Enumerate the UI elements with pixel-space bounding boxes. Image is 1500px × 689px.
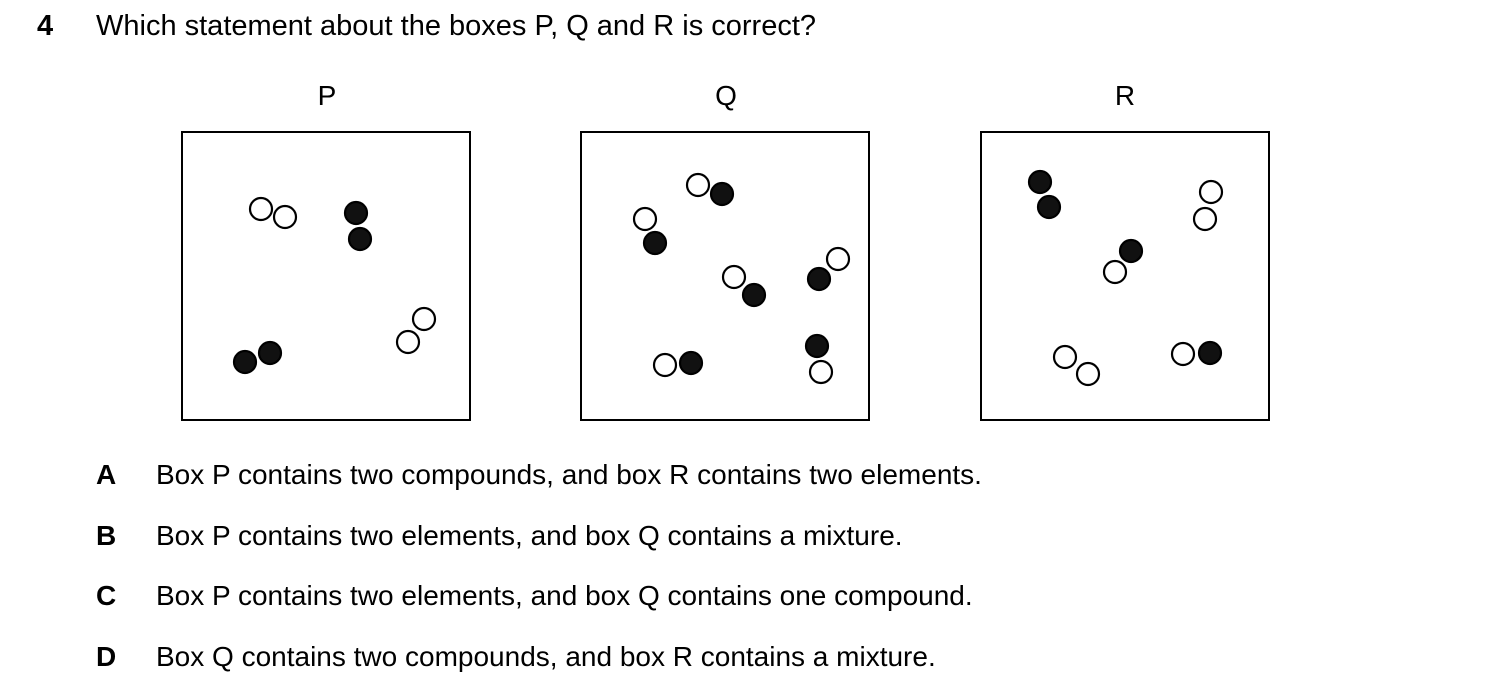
box-label-r: R [1114,80,1136,111]
white-atom [721,264,747,290]
white-atom [808,359,834,385]
box-r [980,131,1270,421]
white-atom [1052,344,1078,370]
white-atom [1192,206,1218,232]
black-atom [347,226,373,252]
black-atom [709,181,735,207]
option-b-text: Box P contains two elements, and box Q c… [156,520,903,551]
question-number: 4 [37,10,54,42]
box-q-particles [632,172,851,385]
box-r-particles [1027,169,1224,387]
molecule-q-4 [806,246,851,292]
white-atom [685,172,711,198]
option-c-text: Box P contains two elements, and box Q c… [156,580,973,611]
question-text: Which statement about the boxes P, Q and… [96,10,817,42]
option-d-text: Box Q contains two compounds, and box R … [156,641,936,672]
black-atom [257,340,283,366]
white-atom [411,306,437,332]
molecule-r-3 [1102,238,1144,285]
molecule-p-3 [232,340,283,375]
white-atom [632,206,658,232]
black-atom [804,333,830,359]
white-atom [825,246,851,272]
option-a-text: Box P contains two compounds, and box R … [156,459,982,490]
white-atom [395,329,421,355]
molecule-q-6 [804,333,834,385]
option-c-letter: C [96,580,117,611]
molecule-r-4 [1052,344,1101,387]
black-atom [1036,194,1062,220]
molecule-p-2 [343,200,373,252]
molecule-p-1 [248,196,298,230]
molecule-r-1 [1027,169,1062,220]
white-atom [1102,259,1128,285]
box-label-q: Q [715,80,737,111]
white-atom [248,196,274,222]
black-atom [642,230,668,256]
white-atom [1198,179,1224,205]
molecule-q-1 [685,172,735,207]
white-atom [1075,361,1101,387]
option-d-letter: D [96,641,117,672]
black-atom [741,282,767,308]
black-atom [1118,238,1144,264]
black-atom [232,349,258,375]
black-atom [343,200,369,226]
box-p-particles [232,196,437,375]
molecule-r-2 [1192,179,1224,232]
black-atom [806,266,832,292]
option-b-letter: B [96,520,117,551]
black-atom [1197,340,1223,366]
box-p [181,131,471,421]
molecule-q-2 [632,206,668,256]
white-atom [1170,341,1196,367]
box-label-p: P [317,80,337,111]
white-atom [272,204,298,230]
white-atom [652,352,678,378]
molecule-q-5 [652,350,704,378]
option-a-letter: A [96,459,117,490]
molecule-q-3 [721,264,767,308]
black-atom [678,350,704,376]
molecule-p-4 [395,306,437,355]
molecule-r-5 [1170,340,1223,367]
black-atom [1027,169,1053,195]
box-q [580,131,870,421]
